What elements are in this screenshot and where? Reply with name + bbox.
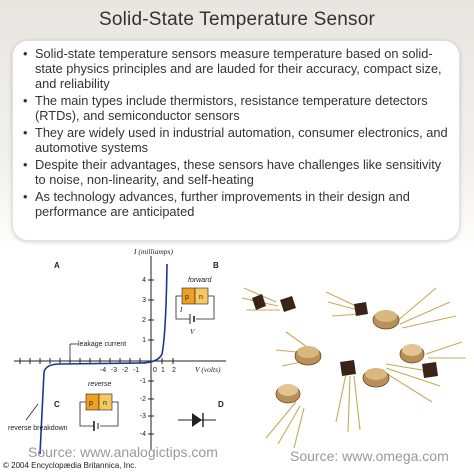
bullet-item: •Solid-state temperature sensors measure… bbox=[23, 46, 442, 91]
y-tick-label: -2 bbox=[140, 396, 146, 403]
bullet-icon: • bbox=[23, 125, 28, 140]
y-tick-label: 3 bbox=[142, 297, 146, 304]
quadrant-label-d: D bbox=[218, 400, 224, 409]
plastic-sensor bbox=[252, 294, 438, 378]
source-left: Source: www.analogictips.com bbox=[28, 444, 218, 460]
y-tick-label: -1 bbox=[140, 378, 146, 385]
y-tick-label: 2 bbox=[142, 317, 146, 324]
y-tick-label: 1 bbox=[142, 337, 146, 344]
x-tick-label: 1 bbox=[161, 367, 165, 374]
y-tick-label: 4 bbox=[142, 277, 146, 284]
quadrant-label-a: A bbox=[54, 261, 60, 270]
bullet-item: •As technology advances, further improve… bbox=[23, 189, 410, 219]
x-tick-label: -2 bbox=[122, 367, 128, 374]
page-title: Solid-State Temperature Sensor bbox=[98, 9, 376, 30]
bullet-item: •They are widely used in industrial auto… bbox=[23, 125, 448, 155]
y-tick-label: -4 bbox=[140, 431, 146, 438]
diode-iv-diagram: 4 3 2 1 -1 -2 -3 -4 -4 -3 -2 -1 0 1 2 I … bbox=[8, 247, 226, 455]
reverse-label: reverse bbox=[88, 381, 111, 388]
x-tick-label: -1 bbox=[133, 367, 139, 374]
iv-curve bbox=[39, 263, 168, 455]
summary-card: •Solid-state temperature sensors measure… bbox=[12, 40, 460, 241]
forward-label: forward bbox=[188, 277, 212, 284]
x-tick-label: -4 bbox=[100, 367, 106, 374]
metal-can-sensor bbox=[362, 368, 390, 388]
source-right: Source: www.omega.com bbox=[290, 448, 449, 464]
x-tick-label: 0 bbox=[153, 367, 157, 374]
x-tick-label: -3 bbox=[111, 367, 117, 374]
copyright-notice: © 2004 Encyclopædia Britannica, Inc. bbox=[3, 461, 137, 470]
forward-n-label: n bbox=[199, 294, 203, 301]
y-axis-label: I (milliamps) bbox=[133, 247, 173, 256]
bullet-icon: • bbox=[23, 189, 28, 204]
reverse-p-label: p bbox=[89, 400, 93, 407]
metal-can-sensor bbox=[294, 346, 322, 366]
reverse-n-label: n bbox=[103, 400, 107, 407]
bullet-icon: • bbox=[23, 93, 28, 108]
metal-can-sensor bbox=[372, 310, 400, 330]
x-axis-label: V (volts) bbox=[195, 365, 221, 374]
y-tick-label: -3 bbox=[140, 413, 146, 420]
sensor-photo bbox=[241, 287, 466, 449]
forward-i-label: I bbox=[179, 306, 183, 314]
leakage-current-label: leakage current bbox=[78, 341, 126, 348]
metal-can-sensor bbox=[399, 344, 425, 364]
forward-p-label: p bbox=[185, 294, 189, 301]
x-tick-label: 2 bbox=[172, 367, 176, 374]
diode-symbol-icon bbox=[178, 413, 216, 427]
bullet-item: •The main types include thermistors, res… bbox=[23, 93, 428, 123]
metal-can-sensor bbox=[275, 384, 301, 404]
quadrant-label-b: B bbox=[213, 261, 219, 270]
bullet-icon: • bbox=[23, 46, 28, 61]
reverse-breakdown-label: reverse breakdown bbox=[8, 425, 68, 432]
bullet-item: •Despite their advantages, these sensors… bbox=[23, 157, 442, 187]
quadrant-label-c: C bbox=[54, 400, 60, 409]
forward-v-label: V bbox=[190, 328, 195, 336]
bullet-icon: • bbox=[23, 157, 28, 172]
